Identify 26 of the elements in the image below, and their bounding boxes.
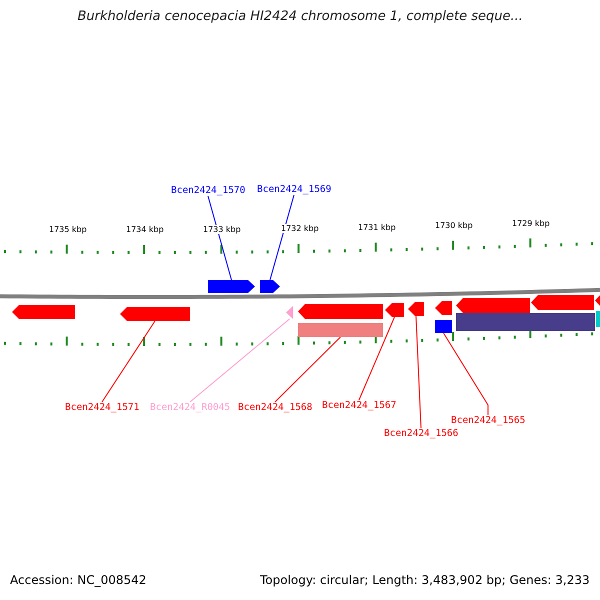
leader-line — [102, 320, 156, 402]
gene-label: Bcen2424_1570 — [171, 184, 246, 196]
gene-label: Bcen2424_1565 — [451, 414, 526, 426]
scale-label: 1729 kbp — [512, 218, 550, 228]
scale-label: 1733 kbp — [203, 225, 241, 234]
leader-line — [208, 196, 232, 280]
scale-label: 1735 kbp — [49, 225, 87, 234]
scale-label: 1732 kbp — [281, 224, 319, 234]
leader-line — [443, 332, 488, 416]
leader-line — [270, 194, 294, 280]
footer-text: Accession: NC_008542 — [10, 572, 146, 586]
gene-label: Bcen2424_1567 — [322, 400, 396, 410]
leader-line — [190, 318, 290, 402]
gene-label: Bcen2424_1568 — [238, 402, 312, 412]
footer-text: Topology: circular; Length: 3,483,902 bp; Genes: 3,233 — [260, 572, 590, 586]
scale-label: 1734 kbp — [126, 225, 164, 234]
leader-line — [358, 316, 395, 400]
title-text: Burkholderia cenocepacia HI2424 chromosome 1, complete seque... — [78, 8, 523, 24]
gene-label: Bcen2424_1569 — [257, 184, 332, 194]
scale-label: 1731 kbp — [358, 223, 396, 232]
leader-line — [416, 316, 422, 428]
gene-label: Bcen2424_R0045 — [150, 402, 230, 412]
gene-label: Bcen2424_1566 — [384, 428, 458, 438]
leader-line — [274, 336, 341, 402]
scale-label: 1730 kbp — [435, 221, 473, 230]
gene-label: Bcen2424_1571 — [65, 402, 140, 412]
